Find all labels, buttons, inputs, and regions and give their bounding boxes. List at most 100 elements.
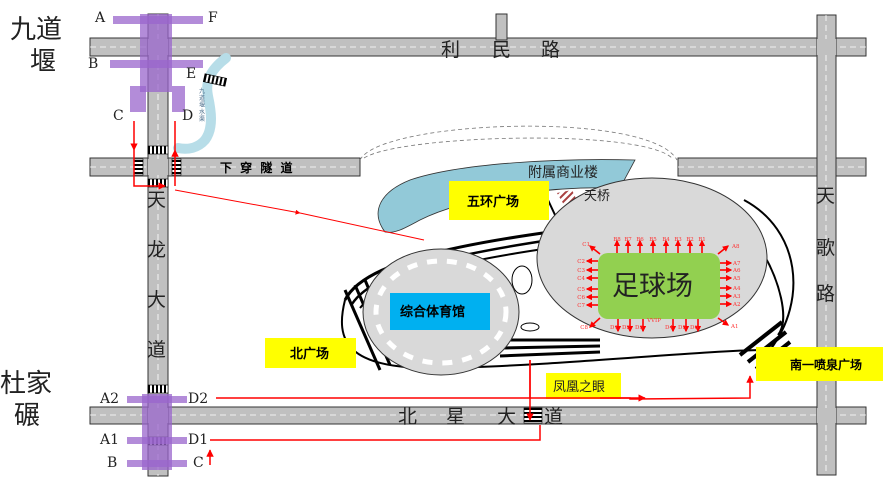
metro-entrance-label: E	[186, 66, 196, 82]
gate-D3-label: D3	[635, 325, 643, 331]
gate-A7-label: A7	[732, 261, 741, 267]
gate-C8-label: C8	[580, 325, 588, 331]
road-label-beixing: 道	[544, 406, 563, 428]
gate-A1-arrow	[717, 317, 730, 326]
river-label: 渠	[199, 115, 205, 123]
gate-vvip-label: VVIP	[646, 318, 661, 324]
river-label: 水	[199, 108, 205, 116]
road-label-tianlong: 道	[147, 339, 166, 361]
metro-entrance-label: F	[208, 10, 218, 26]
gate-B2-label: B2	[686, 237, 694, 243]
stadium-label: 足球场	[612, 271, 693, 302]
gate-D6-label: D6	[690, 325, 698, 331]
place-dujiaxie: 碾	[14, 401, 40, 431]
wuhuan-plaza-label: 五环广场	[467, 194, 519, 210]
gate-D4-label: D4	[665, 325, 673, 331]
gate-B7-label: B7	[624, 237, 632, 243]
north-plaza-label: 北广场	[290, 346, 329, 362]
gate-D5-label: D5	[678, 325, 686, 331]
gate-C8-arrow	[589, 317, 601, 328]
gate-C7-label: C7	[577, 303, 585, 309]
place-jiudaoyan: 九道	[10, 15, 62, 45]
gate-B6-label: B6	[636, 237, 644, 243]
crosswalk	[133, 158, 144, 176]
metro-entrance-label: D2	[188, 391, 208, 407]
road-label-limin: 利	[441, 39, 460, 61]
road-label-tiange: 天	[816, 185, 835, 207]
metro-station-south	[127, 394, 187, 470]
river-label: 堰	[199, 101, 205, 109]
gate-C1-label: C1	[582, 242, 590, 248]
football-field	[598, 253, 720, 319]
gym-track	[373, 258, 509, 366]
phoenix-eye-box	[546, 373, 621, 399]
gate-C5-label: C5	[577, 287, 585, 293]
metro-entrance-label: B	[107, 455, 117, 471]
metro-entrance-label: A2	[99, 391, 119, 407]
gate-A4-label: A4	[732, 286, 741, 292]
south-plaza-label: 南一喷泉广场	[790, 357, 862, 372]
gate-B8-label: B8	[613, 237, 621, 243]
metro-entrance-label: B	[88, 56, 98, 72]
gate-C3-label: C3	[577, 268, 585, 274]
crosswalk	[523, 407, 543, 424]
place-jiudaoyan: 堰	[30, 47, 56, 77]
south-plaza-box	[756, 347, 883, 381]
metro-entrance-label: A1	[99, 432, 119, 448]
gate-B4-label: B4	[662, 237, 670, 243]
gate-A3-label: A3	[732, 294, 741, 300]
road-label-tiange: 歌	[816, 237, 835, 259]
road-label-beixing: 星	[446, 406, 465, 428]
gate-B3-label: B3	[674, 237, 682, 243]
gate-A2-label: A2	[732, 302, 740, 308]
gate-B1-label: B1	[698, 237, 706, 243]
gate-A8-arrow	[717, 245, 729, 255]
road-label-limin: 路	[541, 39, 560, 61]
gate-C2-label: C2	[577, 259, 585, 265]
gate-A5-label: A5	[732, 276, 741, 282]
skybridge-label: 天桥	[584, 189, 610, 204]
road-limin	[89, 37, 867, 57]
phoenix-eye-label: 凤凰之眼	[553, 380, 605, 395]
gate-A1-label: A1	[730, 324, 738, 330]
river-label: 道	[199, 94, 205, 102]
route-north-metro	[130, 121, 425, 241]
place-dujiaxie: 杜家	[0, 369, 52, 399]
gate-D2-label: D2	[622, 325, 630, 331]
road-short-vertical	[495, 13, 508, 41]
metro-entrance-label: C	[113, 108, 124, 124]
road-label-tianlong: 大	[147, 289, 166, 311]
metro-entrance-label: A	[94, 10, 106, 26]
metro-entrance-label: D	[182, 108, 193, 124]
north-plaza-box	[265, 338, 356, 368]
gym-label: 综合体育馆	[400, 304, 465, 320]
annex-building	[377, 159, 636, 233]
gate-D1-label: D1	[610, 325, 618, 331]
gate-C6-label: C6	[577, 295, 585, 301]
road-beixing	[89, 406, 867, 425]
metro-entrance-label: C	[193, 455, 204, 471]
gate-A6-label: A6	[732, 268, 741, 274]
gate-A8-label: A8	[731, 244, 740, 250]
road-label-beixing: 大	[497, 406, 516, 428]
crosswalk	[147, 145, 169, 155]
metro-entrance-label: D1	[188, 432, 208, 448]
route-south-metro	[206, 360, 754, 465]
road-label-limin: 民	[492, 39, 511, 61]
river-label: 九	[199, 87, 205, 95]
gate-C1-arrow	[589, 245, 601, 255]
road-label-tianlong: 天	[147, 189, 166, 211]
gate-C4-label: C4	[577, 276, 585, 282]
outer-boundary-dashed	[359, 125, 678, 161]
gym-label-box	[390, 293, 490, 330]
tunnel-label: 下 穿 隧 道	[220, 160, 295, 175]
road-label-beixing: 北	[398, 406, 417, 428]
annex-label: 附属商业楼	[528, 165, 598, 181]
crosswalk	[171, 158, 182, 176]
river-bridge-crosswalk	[202, 73, 228, 87]
metro-station-north	[110, 14, 203, 112]
wuhuan-plaza-box	[449, 181, 549, 220]
gate-B5-label: B5	[649, 237, 657, 243]
